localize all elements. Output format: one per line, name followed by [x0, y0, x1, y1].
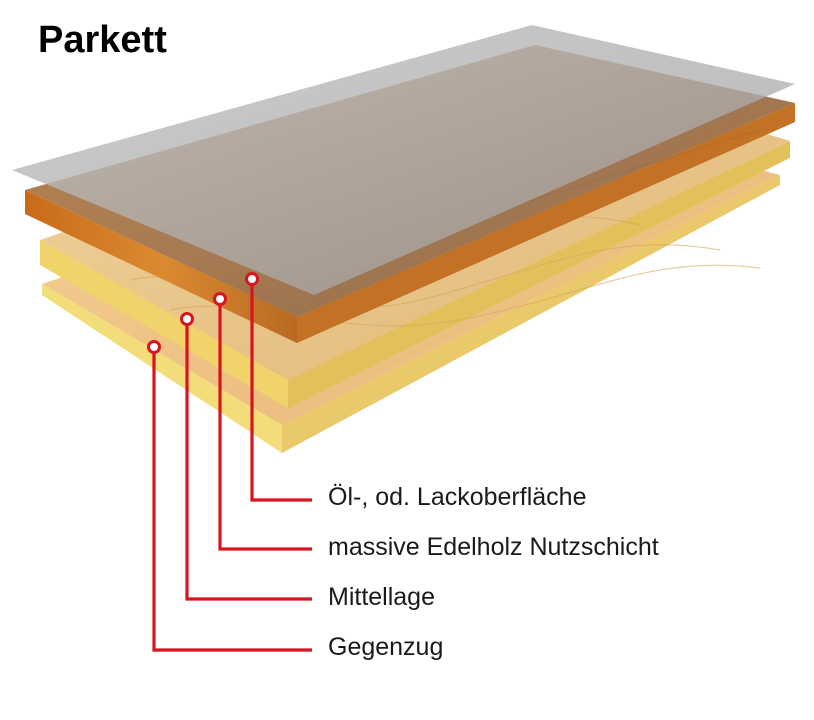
- leader-line-wear-layer: [218, 305, 312, 551]
- coating-sheet: [12, 25, 795, 295]
- wear-side-edge: [297, 103, 795, 343]
- core-side-edge: [288, 141, 790, 408]
- wear-front-edge: [25, 190, 297, 343]
- leader-marker-wear-layer: [213, 292, 227, 306]
- label-wear-layer: massive Edelholz Nutzschicht: [328, 533, 659, 561]
- leader-line-coating: [250, 285, 312, 502]
- leader-marker-core: [180, 312, 194, 326]
- label-coating: Öl-, od. Lackoberfläche: [328, 483, 586, 511]
- core-front-edge: [40, 240, 288, 408]
- leader-marker-backing: [147, 340, 161, 354]
- label-backing: Gegenzug: [328, 633, 443, 661]
- page-title: Parkett: [38, 19, 167, 61]
- layer-coating: [12, 25, 795, 295]
- leader-line-backing: [152, 353, 312, 652]
- leader-marker-coating: [245, 272, 259, 286]
- leader-line-core: [185, 325, 312, 601]
- backing-front-edge: [42, 284, 282, 453]
- leader-lines: [147, 272, 312, 652]
- label-core: Mittellage: [328, 583, 435, 611]
